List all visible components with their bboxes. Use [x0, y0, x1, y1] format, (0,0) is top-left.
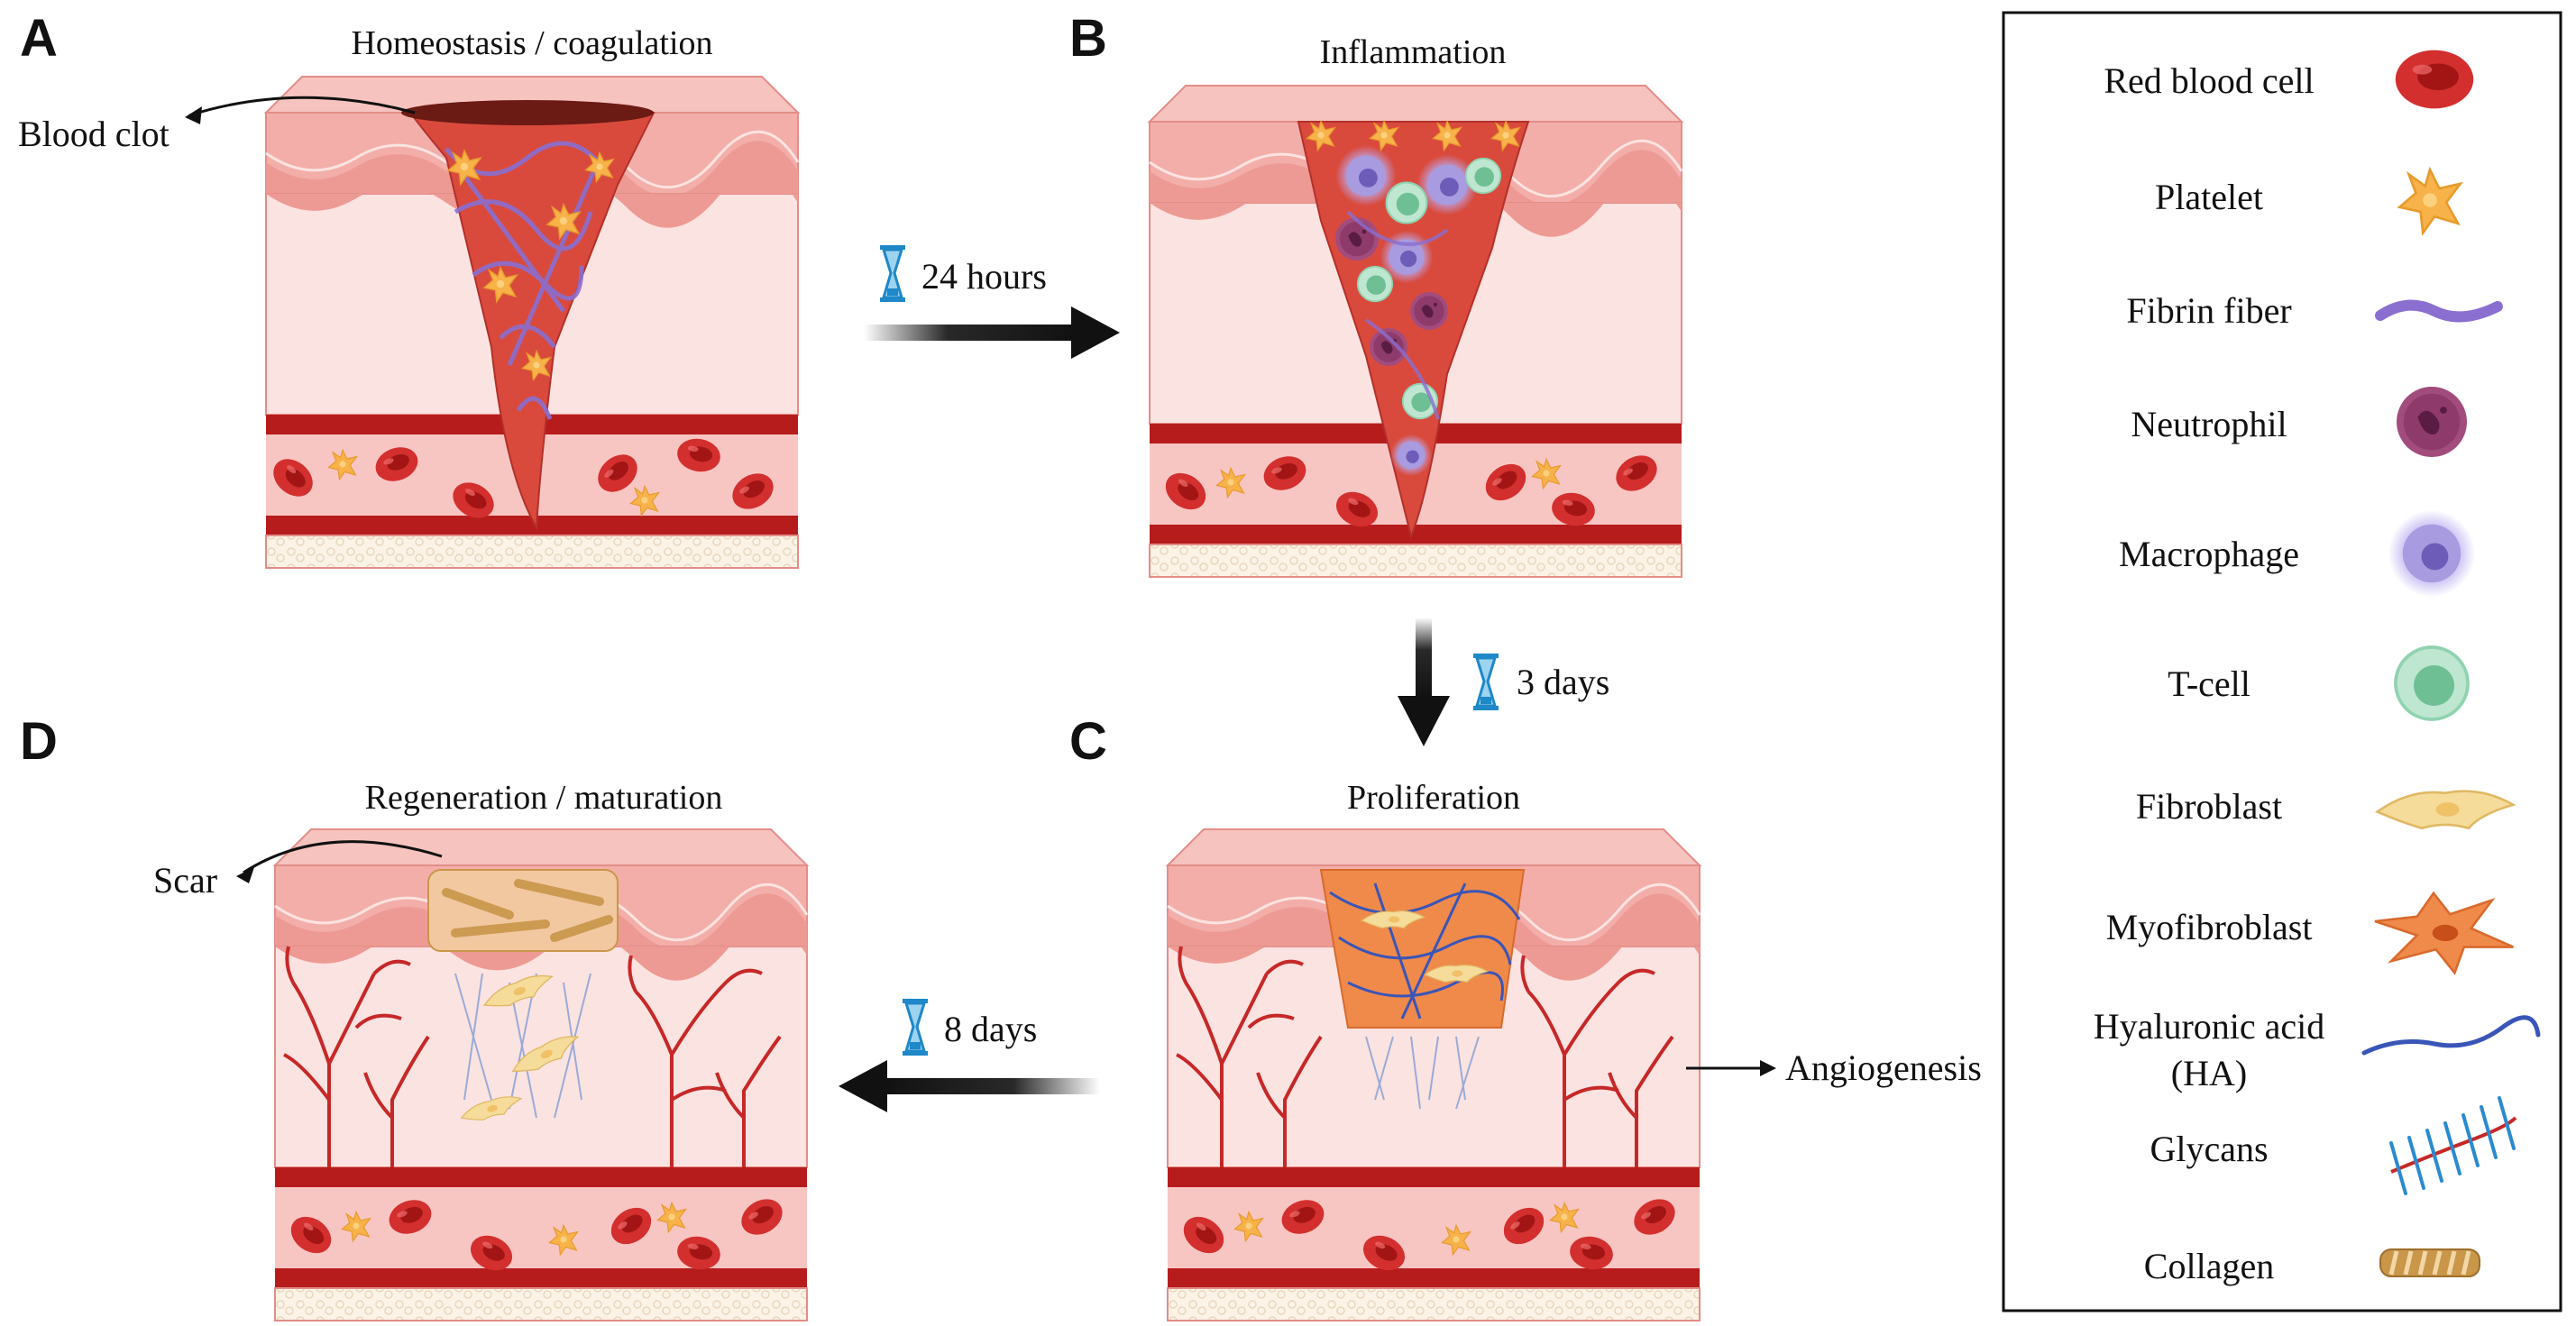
fibrin-fiber-icon	[2375, 299, 2503, 323]
panel-c: C Proliferation	[1069, 712, 1982, 1322]
skin-illustration-c	[1166, 828, 1701, 1322]
panel-letter-a: A	[20, 9, 58, 68]
arrow-left	[884, 1078, 1100, 1094]
angiogenesis-label: Angiogenesis	[1785, 1047, 1982, 1088]
transition-time-8d: 8 days	[944, 1009, 1037, 1049]
skin-illustration-a	[264, 75, 800, 570]
legend-label-myofibroblast: Myofibroblast	[2106, 907, 2313, 947]
panel-letter-d: D	[20, 712, 58, 771]
scar-label: Scar	[153, 860, 217, 901]
red-blood-cell-icon	[2395, 50, 2474, 109]
legend-label-t-cell: T-cell	[2168, 663, 2251, 704]
panel-b-title: Inflammation	[1320, 33, 1507, 71]
panel-a-title: Homeostasis / coagulation	[351, 24, 712, 62]
legend-label-fibroblast: Fibroblast	[2136, 786, 2282, 827]
arrow-right	[864, 325, 1073, 341]
legend-label-red-blood-cell: Red blood cell	[2104, 60, 2314, 101]
panel-d-title: Regeneration / maturation	[365, 779, 723, 817]
transition-b-to-c: 3 days	[1398, 617, 1609, 746]
blood-clot-surface	[401, 100, 654, 125]
panel-c-title: Proliferation	[1347, 779, 1520, 817]
transition-c-to-d: 8 days	[839, 999, 1100, 1112]
panel-b: B Inflammation	[1069, 9, 1683, 579]
macrophage-icon	[2388, 509, 2476, 598]
blood-clot-label: Blood clot	[18, 114, 170, 154]
skin-illustration-d	[273, 828, 809, 1322]
hyaluronic-acid-icon	[2361, 1015, 2541, 1056]
legend-box	[2002, 11, 2562, 1312]
panel-letter-b: B	[1069, 9, 1107, 68]
angiogenesis-vessels	[1176, 946, 1674, 1167]
legend-label-neutrophil: Neutrophil	[2131, 404, 2287, 444]
legend-label-hyaluronic-acid: Hyaluronic acid	[2094, 1006, 2325, 1047]
scar-leader-line	[243, 840, 443, 874]
legend: Red blood cell Platelet Fibrin fiber Neu…	[2002, 11, 2562, 1312]
hourglass-icon	[1473, 654, 1499, 710]
transition-a-to-b: 24 hours	[864, 245, 1120, 359]
legend-label-hyaluronic-acid-abbr: (HA)	[2171, 1053, 2247, 1093]
arrow-down	[1416, 617, 1432, 699]
transition-time-24h: 24 hours	[921, 256, 1047, 297]
t-cell-icon	[2394, 645, 2470, 721]
legend-label-collagen: Collagen	[2144, 1246, 2274, 1286]
legend-label-macrophage: Macrophage	[2119, 534, 2299, 574]
blood-clot-leader-line	[188, 96, 416, 117]
hourglass-icon	[903, 999, 928, 1056]
panel-a: A Homeostasis / coagulation	[18, 9, 800, 570]
collagen-icon	[2379, 1248, 2480, 1277]
glycans-icon	[2389, 1096, 2517, 1195]
skin-illustration-b	[1148, 84, 1683, 579]
transition-time-3d: 3 days	[1517, 662, 1609, 702]
legend-label-glycans: Glycans	[2150, 1129, 2268, 1169]
hourglass-icon	[880, 245, 905, 302]
legend-label-platelet: Platelet	[2155, 177, 2263, 217]
panel-d: D Regeneration / maturation	[20, 712, 809, 1322]
legend-label-fibrin-fiber: Fibrin fiber	[2126, 290, 2291, 331]
neutrophil-icon	[2397, 387, 2467, 457]
panel-letter-c: C	[1069, 712, 1107, 771]
